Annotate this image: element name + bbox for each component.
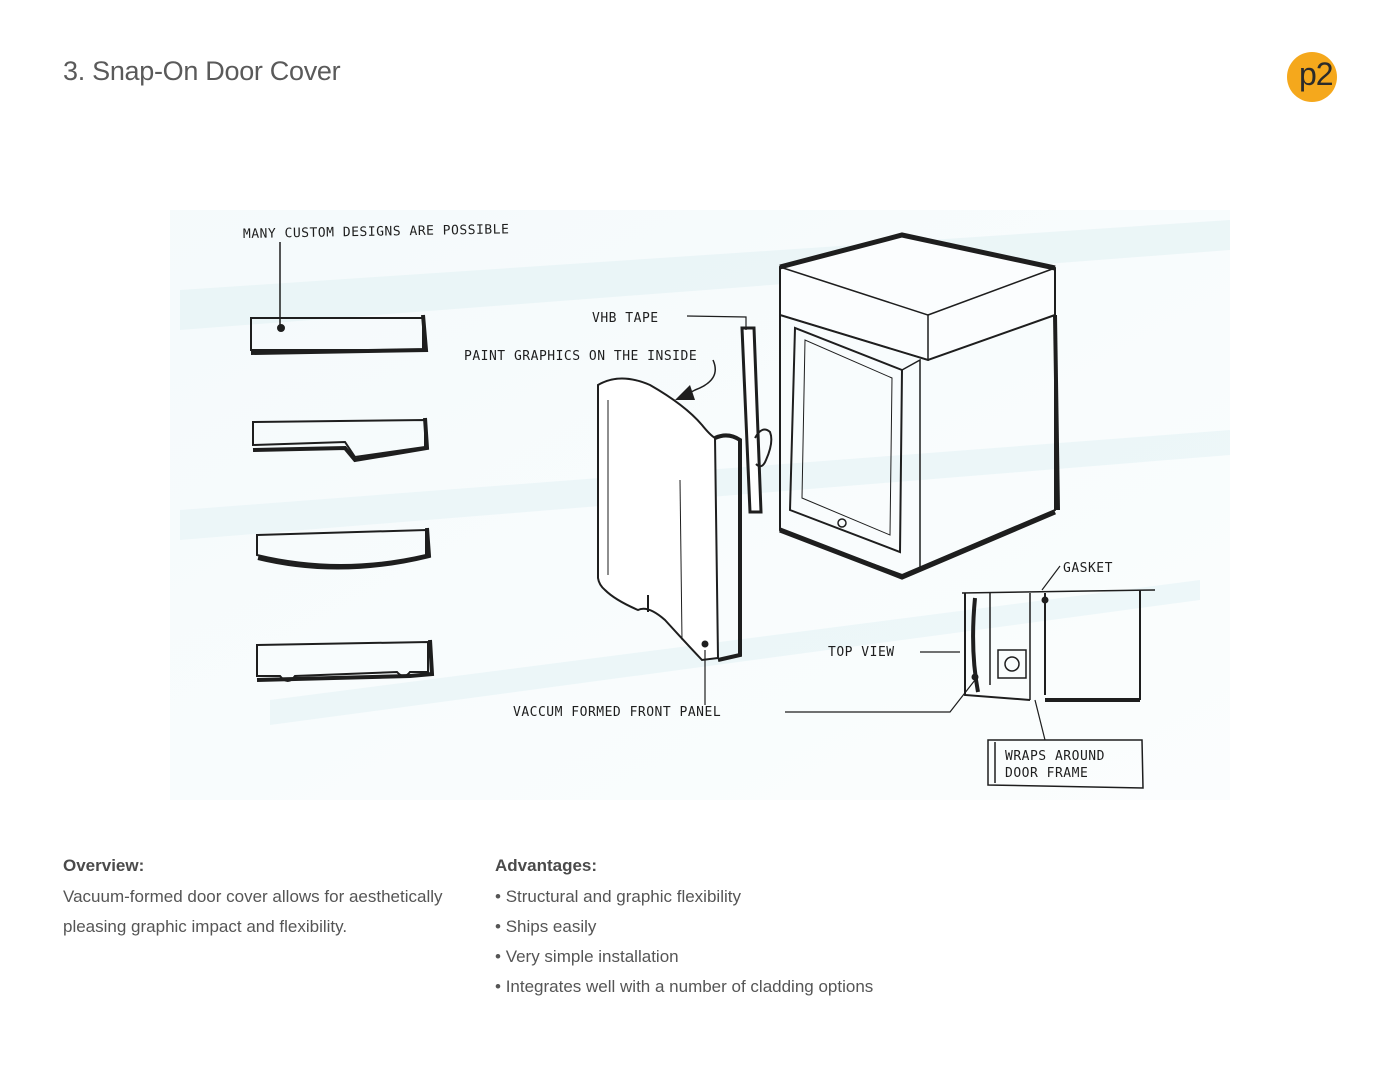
label-gasket: GASKET [1063, 561, 1113, 576]
label-wraps-line2: DOOR FRAME [1005, 766, 1088, 781]
label-vhb-tape: VHB TAPE [592, 311, 659, 326]
wraps-label-box [987, 739, 1144, 789]
cabinet-sketch [779, 232, 1060, 580]
overview-text-line-2: pleasing graphic impact and flexibility. [63, 917, 348, 936]
advantage-item: Structural and graphic flexibility [495, 882, 995, 912]
overview-heading: Overview: [63, 856, 145, 875]
p2-logo: p2 [1287, 52, 1337, 102]
profile-shape-3 [256, 527, 432, 570]
vacuum-formed-front-panel [597, 377, 742, 662]
leader-lines [686, 315, 1061, 741]
label-custom-designs: MANY CUSTOM DESIGNS ARE POSSIBLE [243, 222, 510, 242]
vhb-tape-strip [740, 326, 773, 514]
advantage-item: Ships easily [495, 912, 995, 942]
label-vacuum-panel: VACCUM FORMED FRONT PANEL [513, 705, 721, 720]
advantage-item: Very simple installation [495, 942, 995, 972]
paint-arrow [679, 359, 716, 399]
door-cover-sketch: MANY CUSTOM DESIGNS ARE POSSIBLE VHB TAP… [170, 210, 1230, 800]
label-wraps-line1: WRAPS AROUND [1005, 749, 1105, 764]
profile-shape-2 [252, 417, 430, 463]
page-title: 3. Snap-On Door Cover [63, 56, 341, 86]
label-paint-graphics: PAINT GRAPHICS ON THE INSIDE [464, 349, 697, 364]
advantages-section: Advantages: Structural and graphic flexi… [495, 854, 995, 1002]
logo-text: p2 [1299, 56, 1334, 92]
advantage-item: Integrates well with a number of claddin… [495, 972, 995, 1002]
paint-arrowhead [675, 385, 695, 400]
label-top-view: TOP VIEW [828, 645, 895, 660]
advantages-heading: Advantages: [495, 856, 598, 875]
top-view-detail [961, 589, 1156, 702]
advantages-list: Structural and graphic flexibility Ships… [495, 882, 995, 1002]
overview-section: Overview: Vacuum-formed door cover allow… [63, 854, 463, 942]
profile-shape-4 [256, 639, 435, 682]
overview-text-line-1: Vacuum-formed door cover allows for aest… [63, 887, 443, 906]
